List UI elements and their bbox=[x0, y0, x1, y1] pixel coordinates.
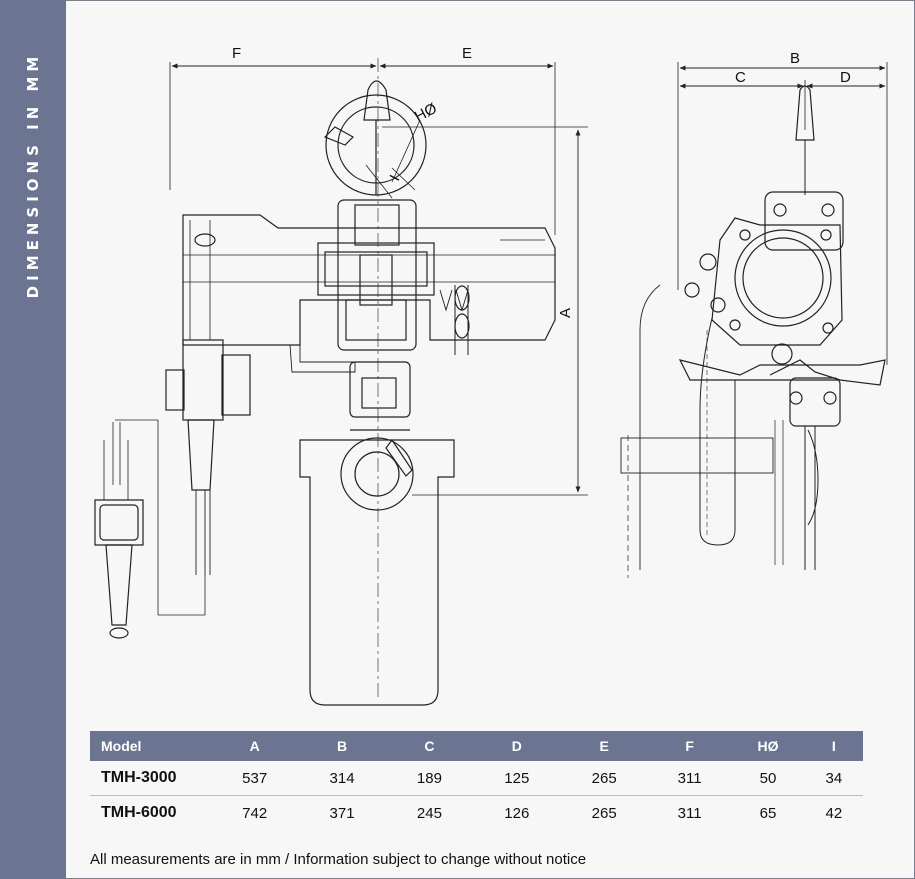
label-a: A bbox=[557, 308, 574, 318]
cell-e: 265 bbox=[560, 761, 648, 796]
cell-e: 265 bbox=[560, 795, 648, 830]
label-d: D bbox=[840, 69, 851, 86]
cell-h: 65 bbox=[731, 795, 805, 830]
technical-drawing: F E A HØ I bbox=[94, 45, 888, 706]
cell-f: 311 bbox=[647, 795, 732, 830]
cell-f: 311 bbox=[647, 761, 732, 796]
header-e: E bbox=[560, 731, 648, 761]
label-h: HØ bbox=[412, 100, 440, 126]
cell-b: 314 bbox=[298, 761, 386, 796]
header-i: I bbox=[804, 731, 863, 761]
label-e: E bbox=[462, 45, 472, 62]
sidebar-title: DIMENSIONS IN MM bbox=[24, 51, 42, 299]
front-view-labels: F E A HØ I bbox=[232, 45, 574, 318]
label-f: F bbox=[232, 45, 241, 62]
table-row: TMH-6000 742 371 245 126 265 311 65 42 bbox=[90, 795, 863, 830]
sidebar: DIMENSIONS IN MM bbox=[0, 0, 66, 879]
cell-c: 245 bbox=[385, 795, 474, 830]
label-b: B bbox=[790, 50, 800, 67]
header-f: F bbox=[647, 731, 732, 761]
header-b: B bbox=[298, 731, 386, 761]
front-view bbox=[94, 58, 588, 706]
footnote: All measurements are in mm / Information… bbox=[90, 851, 587, 868]
table-header-row: Model A B C D E F HØ I bbox=[90, 731, 863, 761]
cell-a: 537 bbox=[211, 761, 299, 796]
dimensions-table: Model A B C D E F HØ I TMH-3000 537 314 … bbox=[90, 731, 863, 830]
cell-a: 742 bbox=[211, 795, 299, 830]
header-d: D bbox=[473, 731, 561, 761]
cell-i: 34 bbox=[804, 761, 863, 796]
header-model: Model bbox=[90, 731, 211, 761]
cell-d: 126 bbox=[473, 795, 561, 830]
label-i: I bbox=[387, 172, 404, 184]
table-row: TMH-3000 537 314 189 125 265 311 50 34 bbox=[90, 761, 863, 796]
cell-i: 42 bbox=[804, 795, 863, 830]
cell-b: 371 bbox=[298, 795, 386, 830]
cell-h: 50 bbox=[731, 761, 805, 796]
cell-model: TMH-3000 bbox=[90, 761, 211, 796]
header-a: A bbox=[211, 731, 299, 761]
side-view bbox=[620, 62, 888, 578]
header-h: HØ bbox=[731, 731, 805, 761]
header-c: C bbox=[385, 731, 474, 761]
side-view-labels: B C D bbox=[735, 50, 851, 86]
label-c: C bbox=[735, 69, 746, 86]
cell-d: 125 bbox=[473, 761, 561, 796]
cell-model: TMH-6000 bbox=[90, 795, 211, 830]
cell-c: 189 bbox=[385, 761, 474, 796]
